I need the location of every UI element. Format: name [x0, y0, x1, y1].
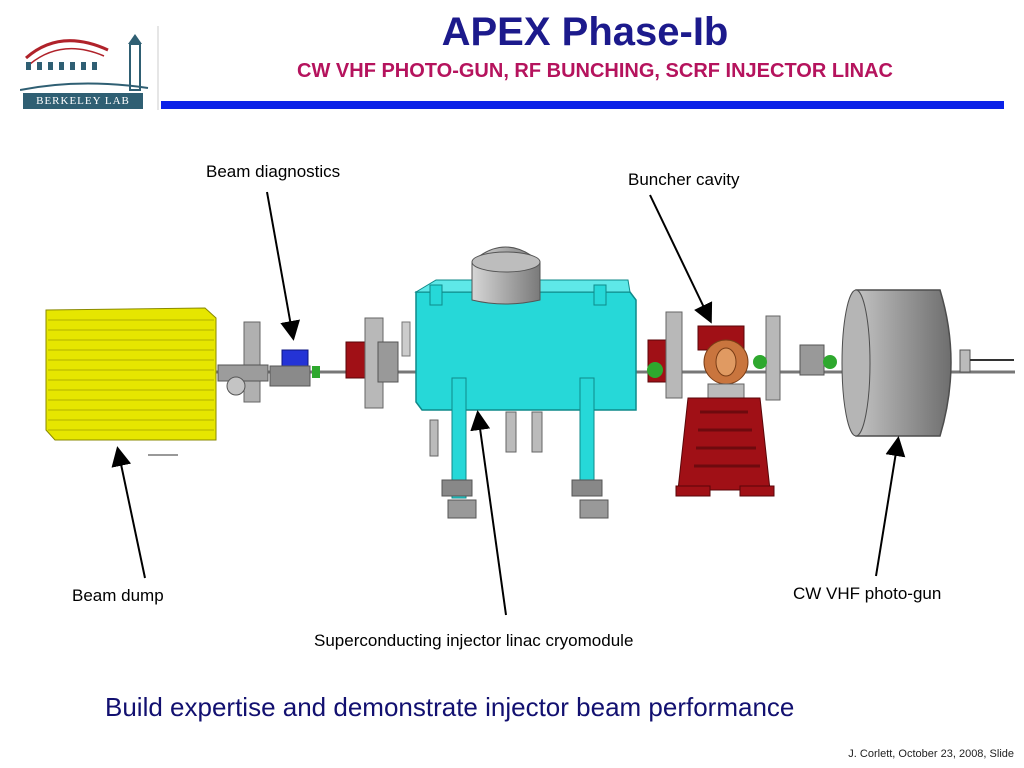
diagnostics-section	[217, 321, 320, 403]
beam-diagnostics-label: Beam diagnostics	[206, 162, 341, 181]
beam-dump-label: Beam dump	[72, 586, 164, 605]
upstream-components	[345, 317, 411, 409]
cryomodule-label: Superconducting injector linac cryomodul…	[314, 631, 634, 650]
beam-dump-arrow	[111, 446, 146, 579]
buncher-section	[647, 311, 837, 497]
berkeley-lab-logo: BERKELEY LAB	[19, 20, 160, 112]
logo-text: BERKELEY LAB	[23, 93, 143, 109]
cryomodule	[414, 246, 637, 519]
cryomodule-arrow	[470, 410, 507, 616]
slide-footer: J. Corlett, October 23, 2008, Slide	[848, 748, 1014, 760]
beam-diagnostics-arrow	[266, 191, 301, 341]
buncher-cavity-arrow	[649, 194, 713, 324]
page-subtitle: CW VHF PHOTO-GUN, RF BUNCHING, SCRF INJE…	[297, 60, 893, 82]
buncher-cavity-label: Buncher cavity	[628, 170, 740, 189]
photo-gun-label: CW VHF photo-gun	[793, 584, 942, 603]
page-title: APEX Phase-Ib	[441, 10, 729, 54]
photo-gun	[841, 289, 1014, 437]
beam-dump	[45, 307, 217, 456]
title-rule	[161, 101, 1004, 109]
tagline: Build expertise and demonstrate injector…	[105, 692, 795, 722]
photo-gun-arrow	[875, 436, 906, 577]
